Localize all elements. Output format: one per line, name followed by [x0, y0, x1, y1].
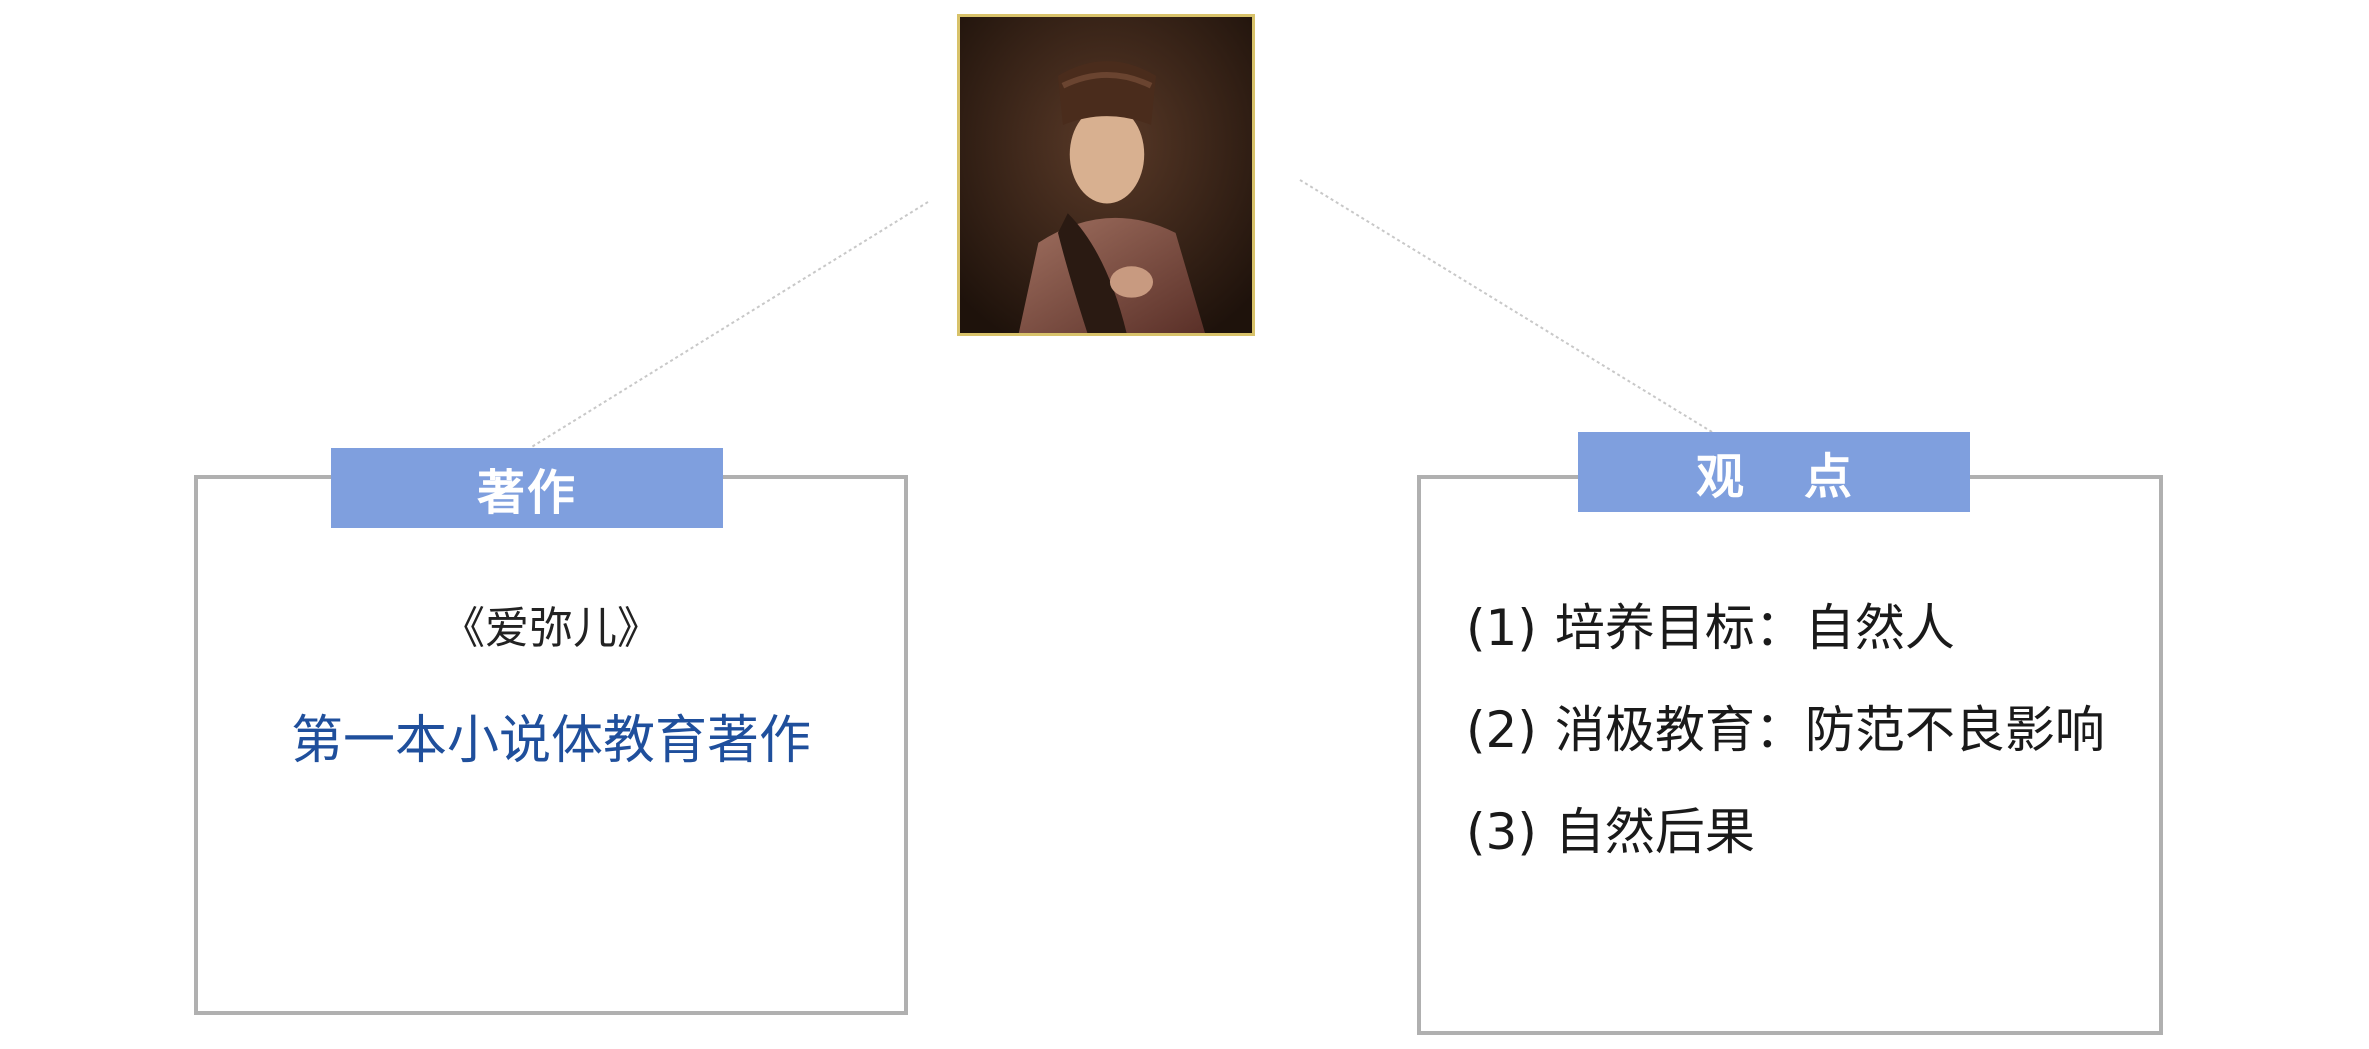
portrait-image — [957, 14, 1255, 336]
list-item-number: (2) — [1466, 701, 1537, 759]
views-box — [1417, 475, 2163, 1035]
work-description: 第一本小说体教育著作 — [290, 711, 811, 771]
list-item-number: (3) — [1466, 803, 1537, 861]
works-label: 著作 — [476, 465, 577, 521]
connector-right — [1299, 179, 1713, 433]
list-item-number: (1) — [1466, 599, 1537, 657]
works-label-tab: 著作 — [331, 448, 723, 528]
list-item: (3) 自然后果 — [1466, 800, 2146, 864]
list-item-text: 培养目标：自然人 — [1554, 599, 1955, 657]
work-title: 《爱弥儿》 — [441, 603, 661, 654]
views-list: (1) 培养目标：自然人 (2) 消极教育：防范不良影响 (3) 自然后果 — [1466, 596, 2146, 902]
views-label-tab: 观点 — [1578, 432, 1970, 512]
list-item: (2) 消极教育：防范不良影响 — [1466, 698, 2146, 762]
works-box — [194, 475, 908, 1015]
list-item-text: 消极教育：防范不良影响 — [1554, 701, 2105, 759]
list-item-text: 自然后果 — [1554, 803, 1755, 861]
list-item: (1) 培养目标：自然人 — [1466, 596, 2146, 660]
views-label: 观点 — [1695, 449, 1912, 505]
connector-left — [529, 201, 929, 449]
